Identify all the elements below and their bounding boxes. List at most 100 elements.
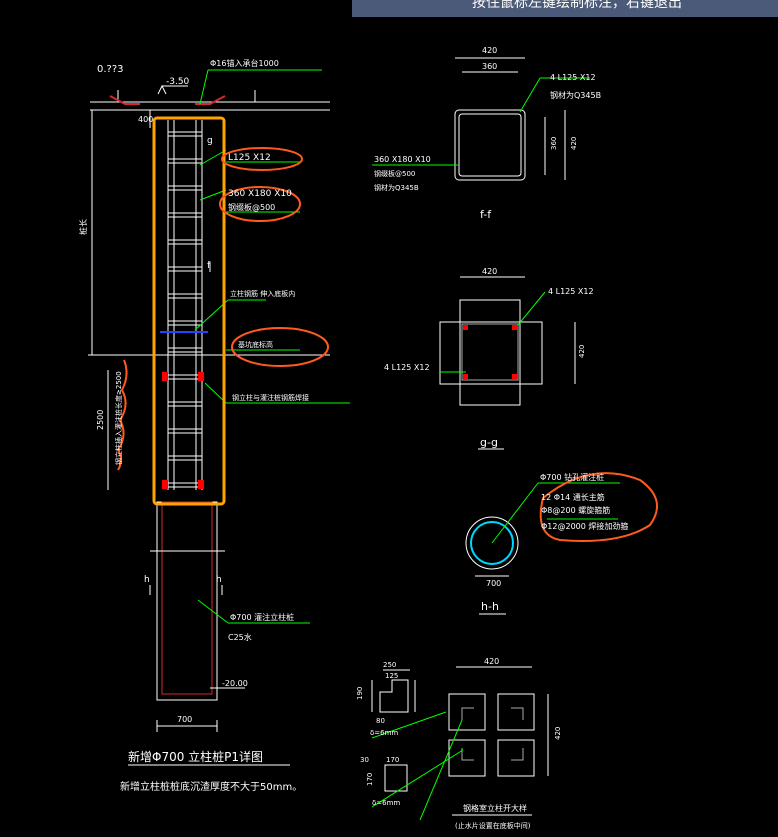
pile-outline-white (156, 501, 218, 701)
batten-plate-12 (167, 428, 203, 434)
dim-400: 400 (138, 115, 153, 124)
sd-dim-thk2: δ=6mm (372, 799, 400, 807)
elevation-label: -3.50 (166, 77, 190, 87)
gg-title: g-g (480, 436, 498, 449)
ff-plate-label: 360 X180 X10 (374, 155, 431, 164)
pile-label: Φ700 灌注立柱桩 (230, 612, 294, 622)
sd-dim-thk: δ=6mm (370, 729, 398, 737)
batten-plate-5 (167, 239, 203, 245)
elev-triangle (157, 84, 167, 95)
top-banner: 按住鼠标左键绘制标注，右键退出 (352, 0, 778, 17)
weld-marker-2 (198, 372, 204, 381)
sd-plate-2 (497, 693, 535, 731)
sd-leader-1 (371, 711, 447, 739)
batten-plate-9 (167, 347, 203, 353)
top-level-label: 0.??3 (97, 64, 124, 75)
hh-rebar-2: Φ8@200 螺旋箍筋 (541, 505, 610, 515)
cap-mark-right (195, 95, 226, 105)
markup-ellipse-1 (221, 147, 303, 171)
batten-plate-6 (167, 266, 203, 272)
weld-marker-1 (162, 372, 168, 381)
ff-outer-square (454, 109, 526, 181)
ff-plate-steel: 钢材为Q345B (374, 183, 419, 192)
pit-bottom-label: 基坑底标高 (238, 340, 273, 349)
angle-leader (199, 149, 227, 166)
hh-cyan-ring (470, 521, 514, 565)
main-column-detail (88, 69, 350, 766)
gg-corner-4 (512, 374, 517, 379)
main-subtitle: 新增立柱桩桩底沉渣厚度不大于50mm。 (120, 780, 302, 793)
hh-title: h-h (481, 600, 499, 613)
markup-ellipse-2 (219, 186, 301, 222)
ff-side-dim-360: 360 (550, 137, 558, 150)
batten-plate-14 (167, 482, 203, 488)
sd-plate-3 (448, 739, 486, 777)
ff-inner-square (458, 113, 522, 177)
sd-title: 钢格室立柱开大样 (463, 803, 527, 813)
plate-leader (199, 189, 227, 201)
hh-pile-label: Φ700 钻孔灌注桩 (540, 472, 604, 482)
pile-outline-red (161, 501, 213, 695)
sd-plate-profile (379, 679, 409, 713)
top-rebar-note: Φ16锚入承台1000 (210, 58, 279, 68)
sd-dim-190: 190 (356, 687, 364, 700)
sd-dim-420-side: 420 (554, 727, 562, 740)
sd-dim-30: 30 (360, 756, 369, 764)
dim-700: 700 (177, 715, 192, 724)
section-ff (372, 57, 590, 181)
plate-spacing: 钢缀板@500 (228, 202, 275, 212)
gg-corner-2 (512, 325, 517, 330)
sd-dim-420: 420 (484, 657, 499, 666)
batten-plate-1 (167, 131, 203, 137)
gg-dim-420: 420 (482, 267, 497, 276)
weld-note: 钢立柱与灌注桩钢筋焊接 (232, 393, 309, 402)
ff-plate-spacing: 钢缀板@500 (374, 169, 415, 178)
hh-markup-loop (539, 472, 659, 542)
gg-angle-label-right: 4 L125 X12 (548, 287, 594, 296)
sd-plate-4 (497, 739, 535, 777)
ff-angle-label: 4 L125 X12 (550, 73, 596, 82)
gg-side-dim-420: 420 (578, 345, 586, 358)
sd-dim-80: 80 (376, 717, 385, 725)
vertical-note: 钢立柱插入灌注桩长度≥2500 (114, 371, 123, 465)
batten-plates (167, 131, 203, 488)
ff-angle-leader (519, 77, 541, 113)
sd-angle-2 (511, 707, 524, 720)
section-hh (465, 472, 659, 615)
batten-plate-4 (167, 212, 203, 218)
hh-dim-700: 700 (486, 579, 501, 588)
sd-small-plate (384, 764, 408, 792)
pile-leader (197, 599, 229, 624)
hh-rebar-1: 12 Φ14 通长主筋 (541, 492, 605, 502)
batten-plate-11 (167, 401, 203, 407)
cap-mark-left (109, 95, 140, 105)
batten-plate-13 (167, 455, 203, 461)
bottom-note-label: 立柱钢筋 伸入底板内 (230, 289, 295, 298)
sd-angle-1 (461, 707, 474, 720)
ff-dim-360: 360 (482, 62, 497, 71)
sd-angle-4 (511, 748, 524, 761)
span-label: 桩长 (78, 219, 88, 235)
label-g: g (207, 136, 213, 146)
small-detail (371, 666, 549, 821)
markup-ellipse-3 (231, 327, 329, 367)
ff-dim-420: 420 (482, 46, 497, 55)
ff-side-dim-420: 420 (570, 137, 578, 150)
gg-vertical-rect (459, 299, 521, 406)
section-gg (439, 276, 576, 450)
concrete-label: C25水 (228, 632, 252, 642)
sd-dim-125: 125 (385, 672, 398, 680)
hh-rebar-3: Φ12@2000 焊接加劲箍 (541, 521, 628, 531)
sd-dim-250: 250 (383, 661, 396, 669)
weld-marker-4 (198, 480, 204, 489)
hh-leader (491, 482, 539, 544)
ff-title: f-f (480, 208, 492, 221)
sd-angle-3 (461, 748, 474, 761)
banner-text: 按住鼠标左键绘制标注，右键退出 (472, 0, 682, 11)
top-rebar-leader-2 (199, 69, 209, 105)
hh-outer-circle (465, 516, 519, 570)
weld-marker-3 (162, 480, 168, 489)
sd-dim-170b: 170 (366, 773, 374, 786)
gg-angle-leader-right (517, 291, 546, 326)
